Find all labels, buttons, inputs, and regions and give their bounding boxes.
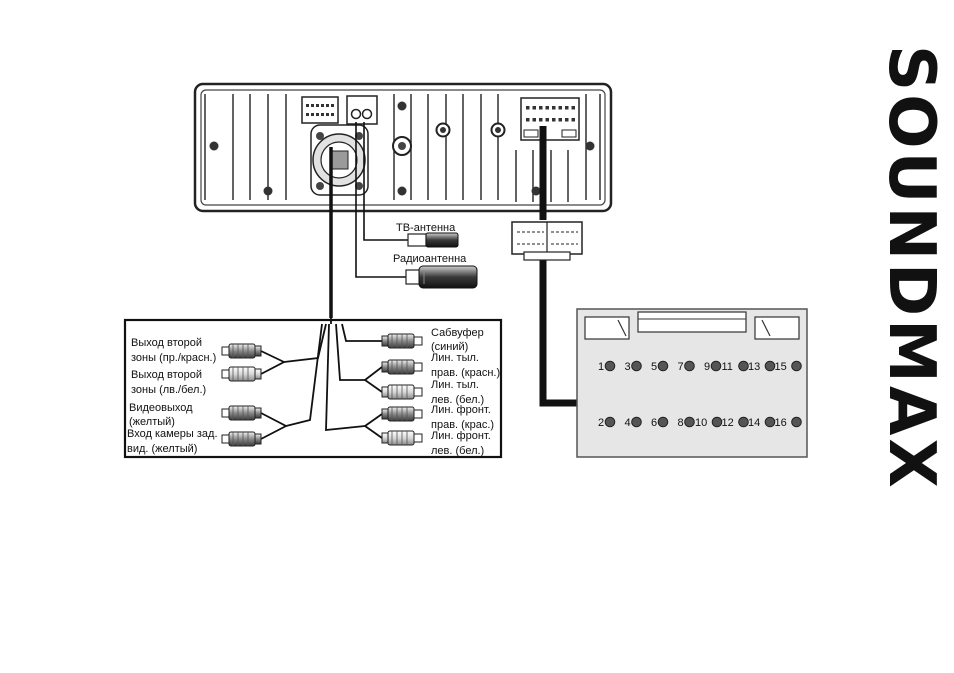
connector-pin bbox=[326, 104, 329, 107]
connector-pin bbox=[316, 104, 319, 107]
head-unit-iso-socket bbox=[521, 98, 579, 140]
iso-inline-connector bbox=[512, 222, 582, 260]
rca-right-label-line1: Лин. тыл. bbox=[431, 352, 479, 364]
rca-left-label-line1: Выход второй bbox=[131, 369, 202, 381]
iso-pin-bottom-label: 4 bbox=[625, 417, 631, 429]
connector-pin bbox=[539, 118, 543, 122]
iso-pin-top-label: 15 bbox=[775, 361, 787, 373]
rca-right-label-line1: Лин. фронт. bbox=[431, 430, 491, 442]
tv-antenna-label: ТВ-антенна bbox=[396, 222, 456, 234]
connector-pin bbox=[539, 106, 543, 110]
connector-pin bbox=[565, 106, 569, 110]
connector-pin bbox=[321, 104, 324, 107]
iso-pin-top-label: 1 bbox=[598, 361, 604, 373]
connector-pin bbox=[526, 118, 530, 122]
iso-pin-bottom bbox=[739, 417, 749, 427]
connector-pin bbox=[331, 113, 334, 116]
iso-pin-bottom bbox=[605, 417, 615, 427]
iso-pin-bottom bbox=[685, 417, 695, 427]
connector-pin bbox=[546, 118, 550, 122]
iso-pin-top-label: 13 bbox=[748, 361, 760, 373]
rca-left-label-line2: зоны (пр./красн.) bbox=[131, 352, 216, 364]
connector-pin bbox=[326, 113, 329, 116]
iso-pin-bottom bbox=[765, 417, 775, 427]
rca-left-label-line1: Выход второй bbox=[131, 337, 202, 349]
iso-pin-bottom bbox=[632, 417, 642, 427]
iso-pin-top bbox=[792, 361, 802, 371]
iso-pin-top-label: 5 bbox=[651, 361, 657, 373]
iso-pin-top bbox=[739, 361, 749, 371]
iso-pin-bottom bbox=[658, 417, 668, 427]
rca-left-label-line2: вид. (желтый) bbox=[127, 443, 197, 455]
iso-pin-top bbox=[605, 361, 615, 371]
rca-right-label-line1: Сабвуфер bbox=[431, 327, 484, 339]
iso-pin-bottom-label: 2 bbox=[598, 417, 604, 429]
head-unit-rear-panel bbox=[195, 84, 611, 211]
iso-pin-top-label: 7 bbox=[678, 361, 684, 373]
connector-pin bbox=[526, 106, 530, 110]
connector-pin bbox=[552, 106, 556, 110]
connector-pin bbox=[572, 106, 576, 110]
connector-pin bbox=[565, 118, 569, 122]
iso-pin-bottom-label: 8 bbox=[678, 417, 684, 429]
iso-pin-top bbox=[658, 361, 668, 371]
connector-pin bbox=[559, 106, 563, 110]
rca-right-label-line2: прав. (красн.) bbox=[431, 367, 500, 379]
iso-pin-bottom-label: 6 bbox=[651, 417, 657, 429]
rca-left-label-line1: Вход камеры зад. bbox=[127, 428, 218, 440]
connector-pin bbox=[306, 113, 309, 116]
connector-pin bbox=[321, 113, 324, 116]
connector-pin bbox=[316, 113, 319, 116]
iso-pin-top-label: 9 bbox=[704, 361, 710, 373]
radio-antenna-plug bbox=[406, 266, 477, 288]
rca-right-label-line1: Лин. тыл. bbox=[431, 379, 479, 391]
iso-pin-top bbox=[632, 361, 642, 371]
connector-pin bbox=[533, 118, 537, 122]
tv-antenna-plug bbox=[408, 233, 458, 247]
rca-left-label-line2: зоны (лв./бел.) bbox=[131, 384, 206, 396]
rca-right-label-line1: Лин. фронт. bbox=[431, 404, 491, 416]
connector-pin bbox=[546, 106, 550, 110]
rca-left-label-line2: (желтый) bbox=[129, 416, 175, 428]
iso-pin-top-label: 11 bbox=[722, 361, 733, 373]
iso-pin-bottom bbox=[712, 417, 722, 427]
iso-pin-bottom-label: 16 bbox=[775, 417, 787, 429]
iso-pin-bottom-label: 12 bbox=[722, 417, 734, 429]
connector-pin bbox=[552, 118, 556, 122]
iso-pin-top-label: 3 bbox=[625, 361, 631, 373]
connector-pin bbox=[311, 104, 314, 107]
brand-logo: SOUNDMAX bbox=[874, 45, 948, 491]
iso-pin-top bbox=[685, 361, 695, 371]
iso-pin-bottom bbox=[792, 417, 802, 427]
connector-pin bbox=[311, 113, 314, 116]
rca-right-label-line2: лев. (бел.) bbox=[431, 445, 484, 457]
connector-pin bbox=[572, 118, 576, 122]
connector-pin bbox=[331, 104, 334, 107]
connector-pin bbox=[306, 104, 309, 107]
iso-pin-top bbox=[765, 361, 775, 371]
rca-left-label-line1: Видеовыход bbox=[129, 402, 193, 414]
connector-pin bbox=[559, 118, 563, 122]
radio-antenna-label: Радиоантенна bbox=[393, 253, 467, 265]
iso-pin-bottom-label: 14 bbox=[748, 417, 760, 429]
connector-pin bbox=[533, 106, 537, 110]
iso-pin-bottom-label: 10 bbox=[695, 417, 707, 429]
iso-pin-top bbox=[711, 361, 721, 371]
